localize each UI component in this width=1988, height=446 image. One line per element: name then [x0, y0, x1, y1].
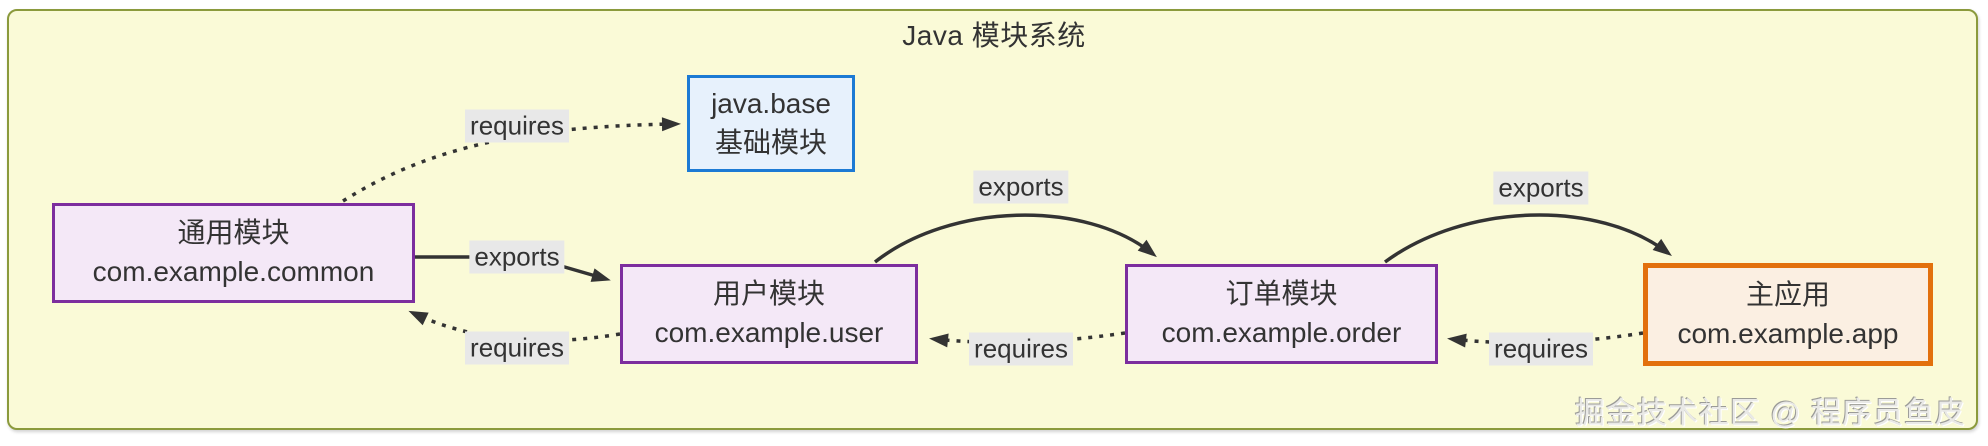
edge-label-user-exports-order: exports	[973, 170, 1069, 204]
node-app-title: 主应用	[1745, 278, 1830, 310]
node-order[interactable]: 订单模块 com.example.order	[1125, 264, 1438, 364]
node-user-subtitle: com.example.user	[654, 317, 884, 348]
node-order-title: 订单模块	[1225, 278, 1338, 310]
node-user[interactable]: 用户模块 com.example.user	[620, 264, 918, 364]
edge-label-order-requires-user: requires	[969, 332, 1073, 366]
edge-common-requires-base	[342, 117, 681, 203]
edge-order-exports-app	[1383, 213, 1672, 264]
edge-label-order-exports-app: exports	[1493, 171, 1589, 205]
node-user-title: 用户模块	[712, 278, 825, 310]
node-common[interactable]: 通用模块 com.example.common	[52, 203, 415, 303]
node-order-subtitle: com.example.order	[1161, 317, 1402, 348]
edge-label-common-requires-base: requires	[465, 109, 569, 143]
node-java-base[interactable]: java.base 基础模块	[687, 75, 855, 172]
node-common-title: 通用模块	[177, 217, 290, 249]
edge-app-requires-order	[1447, 331, 1644, 348]
node-common-subtitle: com.example.common	[92, 256, 375, 287]
edge-label-user-requires-common: requires	[465, 331, 569, 365]
diagram-title: Java 模块系统	[902, 20, 1086, 51]
edge-label-common-exports-user: exports	[469, 240, 565, 274]
node-java-base-title: java.base	[711, 87, 831, 119]
node-java-base-subtitle: 基础模块	[714, 126, 827, 158]
edge-user-exports-order	[873, 213, 1157, 264]
node-app-subtitle: com.example.app	[1677, 317, 1899, 349]
node-app[interactable]: 主应用 com.example.app	[1643, 263, 1933, 366]
edge-label-app-requires-order: requires	[1489, 332, 1593, 366]
watermark: 掘金技术社区 @ 程序员鱼皮	[1574, 397, 1966, 430]
